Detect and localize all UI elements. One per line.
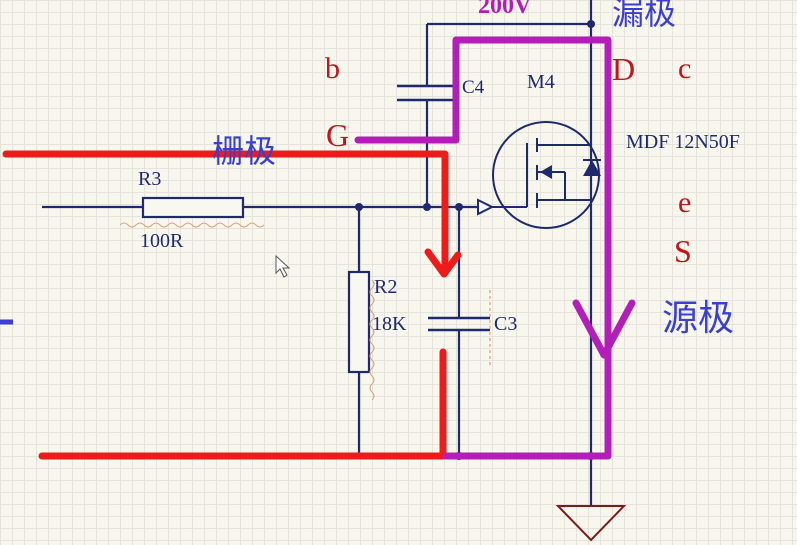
magenta-annotation	[354, 36, 636, 460]
mouse-pointer-icon	[275, 254, 291, 278]
label-gate-g: G	[326, 117, 349, 153]
return-current-path	[38, 348, 447, 460]
magenta-arrowhead	[572, 299, 636, 359]
resistor-r2: R2 18K	[347, 270, 407, 401]
r2-hatch	[369, 279, 375, 401]
capacitor-c4	[397, 84, 459, 102]
mosfet-designator: M4	[527, 71, 555, 93]
mosfet-symbol-icon	[477, 121, 601, 229]
label-c: c	[678, 52, 691, 85]
r3-body	[141, 196, 245, 219]
junction-dot	[587, 20, 595, 28]
circuit-wires	[42, 0, 593, 506]
label-source-s: S	[674, 233, 692, 269]
drain-source-path	[354, 36, 612, 460]
r2-body	[347, 270, 371, 374]
mosfet-arrow	[540, 165, 552, 179]
r2-value: 18K	[372, 313, 407, 335]
label-drain-d: D	[612, 51, 635, 87]
junction-dot	[455, 203, 463, 211]
source-label-cn: 源极	[662, 298, 734, 339]
resistor-r3: R3 100R	[119, 168, 265, 252]
ground-symbol-icon	[555, 505, 627, 542]
r2-designator: R2	[374, 276, 397, 298]
junction-dot	[355, 203, 363, 211]
gate-label-cn: 栅极	[212, 132, 276, 170]
red-arrowhead	[424, 248, 462, 278]
r3-designator: R3	[138, 168, 161, 190]
gate-port-arrow	[477, 198, 495, 216]
c3-designator: C3	[494, 313, 517, 335]
r3-value: 100R	[140, 230, 184, 252]
drain-label-cn: 漏极	[612, 0, 676, 32]
label-e: e	[678, 186, 691, 219]
c4-designator: C4	[462, 77, 485, 98]
gate-current-path	[2, 150, 449, 272]
label-b: b	[325, 52, 340, 85]
mosfet-part-number: MDF 12N50F	[626, 131, 740, 153]
voltage-label: 200V	[478, 0, 532, 19]
r3-hatch	[119, 222, 265, 228]
capacitor-c3	[428, 316, 490, 332]
junction-dot	[423, 203, 431, 211]
body-diode-triangle	[583, 160, 601, 176]
